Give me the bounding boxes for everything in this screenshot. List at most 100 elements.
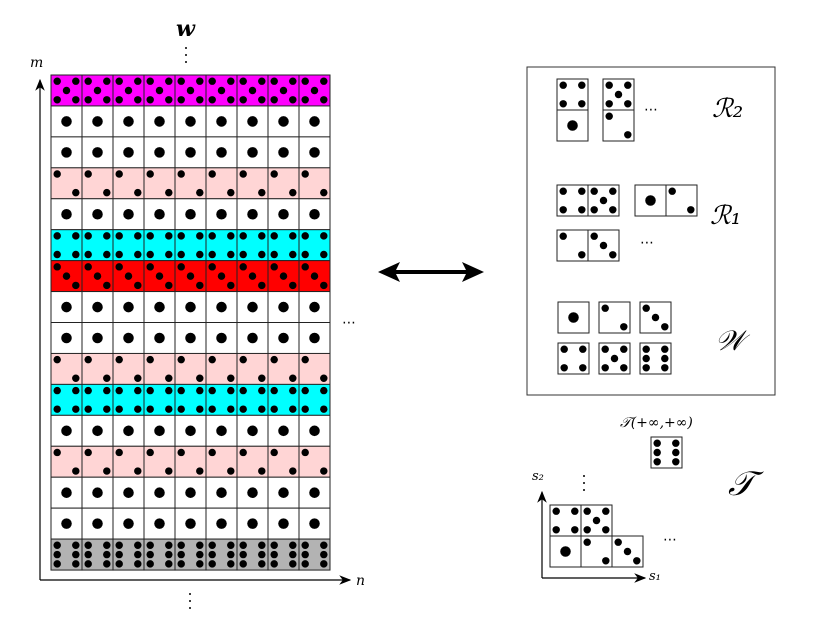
pip [62, 272, 71, 280]
lattice-cell [143, 260, 176, 293]
pip [301, 550, 309, 559]
pip [601, 364, 609, 372]
pip [247, 518, 258, 529]
lattice-cell [298, 260, 331, 293]
pip [227, 77, 235, 85]
lattice-cell [236, 414, 269, 447]
lattice-cell [236, 229, 269, 262]
w-die [598, 301, 631, 334]
pip [258, 281, 266, 290]
pip [123, 332, 134, 344]
pip [62, 86, 71, 95]
lattice-cell [174, 538, 207, 571]
lattice-cell [112, 198, 145, 231]
pip [239, 250, 247, 259]
pip [289, 281, 297, 290]
lattice-cell [267, 167, 300, 200]
pip [84, 96, 92, 104]
pip [301, 405, 309, 413]
pip [53, 550, 61, 559]
pip [289, 560, 297, 568]
lattice-cell [267, 322, 300, 354]
pip [196, 541, 204, 549]
lattice-cell [143, 538, 176, 571]
n-axis-label: n [356, 573, 365, 589]
pip [247, 208, 258, 220]
lattice-cell [112, 167, 145, 200]
pip [185, 301, 196, 313]
pip [301, 386, 309, 395]
pip [134, 374, 142, 382]
pip [84, 77, 92, 85]
pip [309, 425, 320, 437]
pip [177, 96, 185, 104]
pip [668, 187, 676, 195]
pip [592, 516, 601, 525]
pip [185, 208, 196, 220]
pip [115, 263, 123, 271]
pip [279, 86, 288, 95]
lattice-ellipsis-right: ⋯ [342, 315, 356, 331]
pip [123, 208, 134, 220]
w-die [557, 342, 590, 375]
pip [61, 487, 72, 498]
sets-panel [526, 66, 776, 396]
pip [72, 405, 80, 413]
pip [227, 250, 235, 259]
pip [579, 345, 587, 353]
pip [92, 147, 103, 158]
lattice-cell [298, 105, 331, 138]
pip [583, 507, 591, 515]
pip [289, 405, 297, 413]
lattice-cell [236, 445, 269, 478]
lattice-cell [205, 198, 238, 231]
pip [278, 518, 289, 529]
pip [216, 332, 227, 344]
pip [154, 147, 165, 158]
pip [92, 116, 103, 127]
tableau-cell [549, 504, 582, 537]
pip [53, 170, 61, 178]
pip [239, 386, 247, 395]
pip [278, 332, 289, 344]
pip [301, 170, 309, 178]
lattice-cell [267, 414, 300, 447]
pip [165, 467, 173, 475]
pip [653, 458, 661, 466]
pip [84, 550, 92, 559]
pip [154, 487, 165, 498]
pip [620, 364, 628, 372]
pip [72, 250, 80, 259]
pip [289, 96, 297, 104]
lattice-cell [81, 167, 114, 200]
pip [605, 100, 613, 108]
lattice-cell [174, 414, 207, 447]
lattice-cell [205, 414, 238, 447]
pip [227, 96, 235, 104]
pip [146, 232, 154, 240]
pip [239, 170, 247, 178]
lattice-cell [236, 383, 269, 416]
pip [53, 448, 61, 457]
pip [270, 96, 278, 104]
lattice-cell [143, 476, 176, 509]
pip [599, 241, 608, 250]
lattice-cell [298, 383, 331, 416]
pip [239, 560, 247, 568]
pip [216, 208, 227, 220]
pip [247, 116, 258, 127]
lattice-cell [81, 136, 114, 169]
lattice-cell [205, 476, 238, 509]
pip [301, 355, 309, 364]
pip [92, 487, 103, 498]
pip [115, 560, 123, 568]
lattice-cell [143, 414, 176, 447]
pip [123, 116, 134, 127]
lattice-cell [174, 445, 207, 478]
lattice-cell [50, 445, 83, 478]
pip [53, 77, 61, 85]
pip [53, 560, 61, 568]
pip [559, 232, 567, 240]
pip [258, 541, 266, 549]
pip [258, 560, 266, 568]
